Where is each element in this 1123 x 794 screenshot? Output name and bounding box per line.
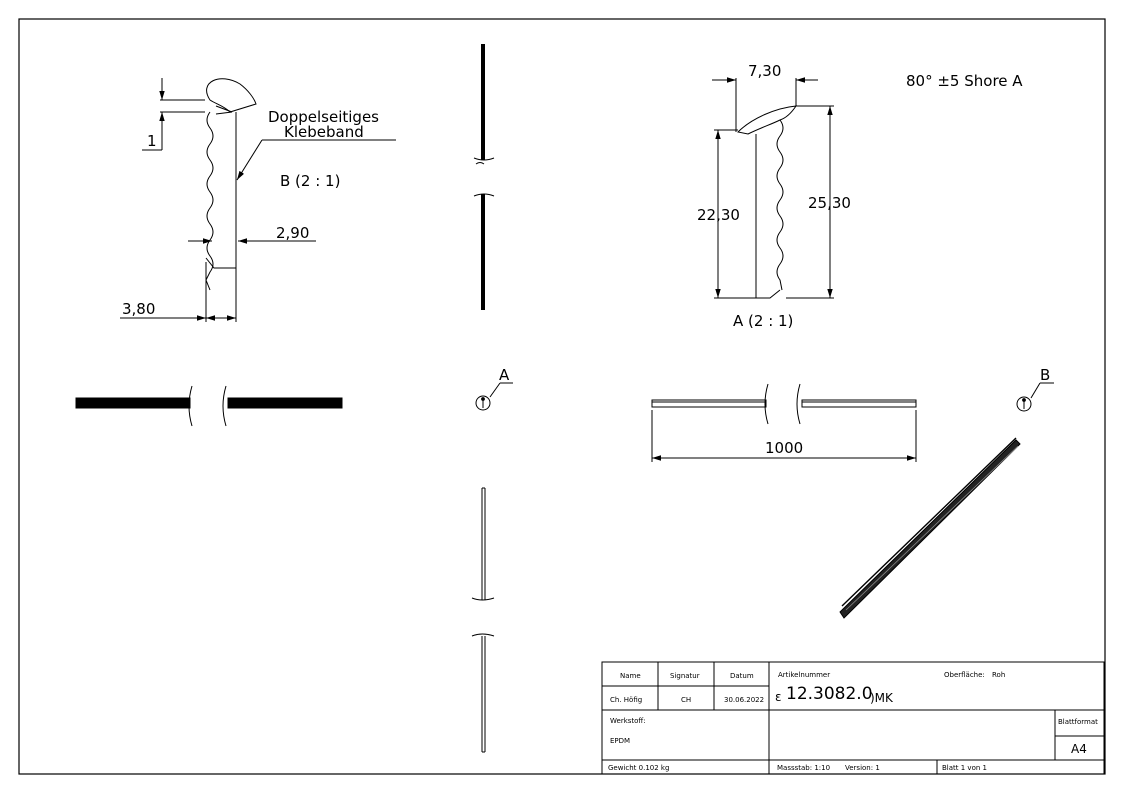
tb-material-label: Werkstoff: (610, 717, 646, 725)
tb-name: Ch. Höfig (610, 696, 642, 704)
section-marker-a (475, 382, 513, 411)
dim-3-80: 3,80 (122, 300, 155, 318)
tb-signature: CH (681, 696, 691, 704)
tb-sheet-format-label: Blattformat (1058, 718, 1098, 726)
detail-b-head (206, 78, 257, 113)
tb-sheet-format-value: A4 (1071, 742, 1087, 756)
tb-article-number: 12.3082.0 (786, 684, 873, 704)
detail-b-label: B (2 : 1) (280, 172, 340, 190)
tb-header-signature: Signatur (670, 672, 700, 680)
tb-material-value: EPDM (610, 737, 630, 745)
dim-2-90: 2,90 (276, 224, 309, 242)
tb-header-name: Name (620, 672, 641, 680)
detail-b-view (120, 78, 396, 322)
tb-article-prefix: ε (775, 690, 782, 704)
detail-a-head (736, 105, 798, 135)
tb-article-suffix: )MK (870, 691, 894, 705)
tb-scale: Massstab: 1:10 (777, 764, 830, 772)
detail-b-wavy-edge (205, 111, 214, 291)
side-view-thin (471, 487, 495, 753)
tb-date: 30.06.2022 (724, 696, 764, 704)
tb-surface-label: Oberfläche: (944, 671, 985, 679)
detail-a-view (712, 77, 834, 299)
dim-1000: 1000 (765, 439, 803, 457)
tb-weight: Gewicht 0.102 kg (608, 764, 669, 772)
dim-22-30: 22,30 (697, 206, 740, 224)
front-view-bar (75, 385, 343, 427)
dim-1: 1 (147, 132, 157, 150)
tb-sheet: Blatt 1 von 1 (942, 764, 987, 772)
detail-b-tongue (215, 105, 233, 115)
dim-25-30: 25,30 (808, 194, 851, 212)
side-view-thick (473, 44, 495, 310)
note-tape-line2: Klebeband (284, 123, 364, 141)
tb-surface-value: Roh (992, 671, 1005, 679)
section-b-letter: B (1040, 366, 1050, 384)
top-view-bar (651, 383, 917, 462)
note-tape-line1: Doppelseitiges (268, 108, 379, 126)
detail-a-label: A (2 : 1) (733, 312, 793, 330)
tb-article-label: Artikelnummer (778, 671, 830, 679)
tb-header-date: Datum (730, 672, 754, 680)
detail-a-body (755, 134, 781, 299)
section-a-letter: A (499, 366, 510, 384)
tb-version: Version: 1 (845, 764, 880, 772)
section-marker-b (1016, 382, 1054, 412)
detail-b-straight-edge (205, 112, 237, 269)
drawing-border (18, 18, 1106, 775)
note-hardness: 80° ±5 Shore A (906, 72, 1023, 90)
title-block (601, 661, 1105, 775)
detail-a-wavy-edge (776, 119, 784, 291)
dim-7-30: 7,30 (748, 62, 781, 80)
isometric-view (839, 437, 1021, 619)
